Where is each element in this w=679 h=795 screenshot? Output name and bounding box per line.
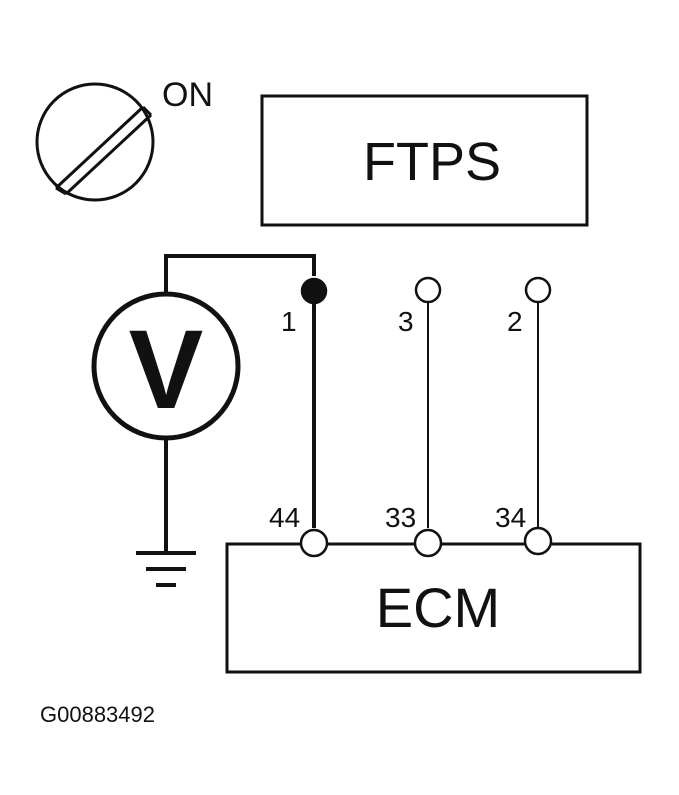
sensor-pin-1-label: 1 bbox=[281, 306, 297, 337]
ignition-on-label: ON bbox=[162, 76, 213, 114]
ground-icon bbox=[136, 551, 196, 587]
voltmeter-positive-wire bbox=[164, 254, 316, 293]
ignition-switch-icon bbox=[35, 82, 155, 202]
ftps-label: FTPS bbox=[363, 132, 501, 192]
voltmeter-symbol: V bbox=[129, 307, 204, 432]
ecm-pin-33 bbox=[413, 528, 443, 558]
ecm-pin-34-label: 34 bbox=[495, 502, 526, 533]
ecm-pin-44-label: 44 bbox=[269, 502, 300, 533]
ecm-box bbox=[225, 542, 642, 674]
sensor-pin-3-label: 3 bbox=[398, 306, 414, 337]
figure-id: G00883492 bbox=[40, 702, 155, 727]
voltmeter-icon bbox=[91, 291, 241, 441]
sensor-pin-2 bbox=[524, 276, 552, 304]
ftps-box bbox=[260, 94, 589, 227]
ecm-pin-33-label: 33 bbox=[385, 502, 416, 533]
ecm-label: ECM bbox=[376, 576, 500, 639]
ecm-pin-34 bbox=[523, 526, 553, 556]
sensor-pin-3 bbox=[414, 276, 442, 304]
sensor-pin-1 bbox=[300, 277, 328, 305]
sensor-pin-2-label: 2 bbox=[507, 306, 523, 337]
ecm-pin-44 bbox=[299, 528, 329, 558]
